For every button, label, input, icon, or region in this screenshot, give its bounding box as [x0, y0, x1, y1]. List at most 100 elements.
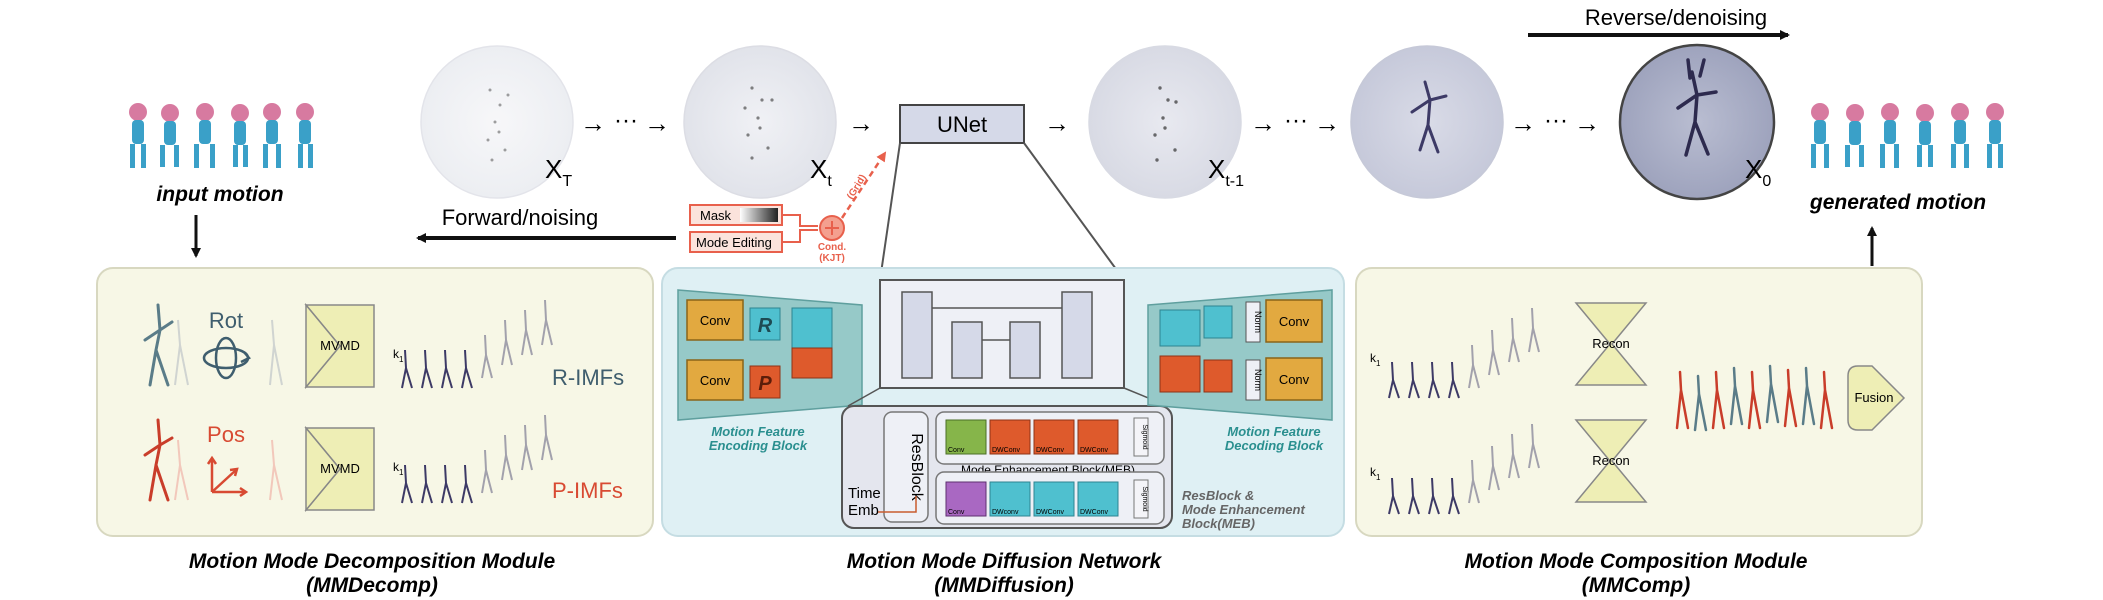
svg-text:Conv: Conv: [700, 373, 731, 388]
enc-label-1: Motion Feature: [711, 424, 804, 439]
time-emb-1: Time: [848, 485, 881, 502]
fusion-label: Fusion: [1854, 390, 1893, 405]
ellipsis-1: →: [580, 108, 606, 138]
input-motion-figures: [129, 103, 314, 168]
enc-conv-1: [686, 299, 744, 341]
res-meb-3: Block(MEB): [1182, 516, 1255, 531]
pos-skeleton: [143, 418, 174, 502]
mmdecomp-title-2: (MMDecomp): [306, 574, 438, 597]
svg-text:DWConv: DWConv: [1080, 509, 1109, 516]
cond-label: Cond.: [818, 242, 847, 253]
grid-label: (Grid): [845, 173, 869, 202]
svg-text:R: R: [758, 315, 773, 337]
ellipsis-2: ···: [614, 107, 638, 134]
svg-text:k1: k1: [1370, 465, 1381, 482]
mmdiffusion-title-2: (MMDiffusion): [934, 574, 1074, 597]
xt-label: Xt: [810, 154, 832, 190]
svg-text:Conv: Conv: [1279, 314, 1310, 329]
input-motion-label: input motion: [156, 183, 283, 206]
svg-text:DWConv: DWConv: [1080, 447, 1109, 454]
forward-label: Forward/noising: [442, 205, 599, 230]
fusion-block: [1847, 365, 1906, 431]
svg-text:Conv: Conv: [948, 447, 965, 454]
svg-text:···: ···: [1284, 107, 1308, 134]
mask-gradient: [740, 208, 778, 222]
svg-text:DWConv: DWConv: [992, 447, 1021, 454]
p-imfs-k1: k1: [393, 460, 404, 477]
svg-text:Sigmoid: Sigmoid: [1141, 424, 1148, 449]
r-cube: [749, 307, 781, 341]
enc-cube-cyan: [791, 307, 833, 349]
svg-text:DWConv: DWConv: [1036, 447, 1065, 454]
svg-text:DWConv: DWConv: [1036, 509, 1065, 516]
comp-imfs-bottom: [1388, 423, 1540, 515]
p-cube: [749, 365, 781, 399]
svg-text:DWconv: DWconv: [992, 509, 1019, 516]
mask-label: Mask: [700, 208, 732, 223]
dec-label-1: Motion Feature: [1227, 424, 1320, 439]
mvmd-bottom-label: MVMD: [320, 461, 360, 476]
dec-conv-1: [1265, 299, 1323, 343]
resblock-label: ResBlock: [908, 433, 925, 502]
svg-text:···: ···: [1544, 107, 1568, 134]
mvmd-bottom: [304, 425, 375, 513]
mvmd-top: [304, 302, 375, 390]
generated-motion-figures: [1811, 103, 2004, 168]
composed-skeletons: [1675, 364, 1834, 432]
svg-text:→: →: [1044, 108, 1070, 138]
svg-text:Conv: Conv: [700, 313, 731, 328]
p-imfs-label: P-IMFs: [552, 478, 623, 503]
mvmd-top-label: MVMD: [320, 338, 360, 353]
recon-bottom: [1574, 419, 1648, 503]
svg-text:k1: k1: [1370, 351, 1381, 368]
enc-conv-2: [686, 359, 744, 401]
unet-label: UNet: [937, 112, 987, 137]
noise-circle-mid: [1350, 45, 1504, 199]
resblock: [883, 411, 929, 523]
svg-text:→: →: [644, 108, 670, 138]
dec-conv-2: [1265, 357, 1323, 401]
svg-text:→: →: [1510, 108, 1536, 138]
mmcomp-title-2: (MMComp): [1582, 574, 1690, 597]
enc-label-2: Encoding Block: [709, 438, 808, 453]
svg-text:→: →: [848, 108, 874, 138]
x0-label: X0: [1745, 154, 1771, 190]
generated-motion-label: generated motion: [1809, 191, 1986, 214]
svg-text:→: →: [1314, 108, 1340, 138]
res-meb-2: Mode Enhancement: [1182, 502, 1305, 517]
cond-dashed-arrow: [840, 151, 887, 219]
svg-text:→: →: [1250, 108, 1276, 138]
svg-text:Conv: Conv: [1279, 372, 1310, 387]
noise-circle-xt: [683, 45, 837, 199]
comp-imfs-top: [1388, 307, 1540, 399]
xT-label: XT: [545, 154, 572, 190]
axes-icon: [206, 455, 249, 498]
pos-label: Pos: [207, 422, 245, 447]
cond-connectors: [782, 214, 818, 243]
svg-text:P: P: [758, 373, 772, 395]
recon-bottom-label: Recon: [1592, 453, 1630, 468]
enc-cube-orange: [791, 347, 833, 379]
xtm1-label: Xt-1: [1208, 154, 1244, 190]
rot-label: Rot: [209, 308, 243, 333]
noise-circle-xtm1: [1088, 45, 1242, 199]
mmcomp-panel: [1355, 267, 1923, 537]
mmdecomp-title-1: Motion Mode Decomposition Module: [189, 550, 556, 573]
svg-text:→: →: [1574, 108, 1600, 138]
noise-circle-xT: [420, 45, 574, 199]
noise-circle-x0: [1618, 43, 1776, 201]
rotation-icon: [202, 336, 251, 380]
unet-box: [899, 104, 1025, 144]
p-imfs-stack: [401, 414, 553, 504]
rot-skeleton: [143, 303, 174, 387]
recon-top: [1574, 302, 1648, 386]
time-emb-2: Emb: [848, 502, 879, 519]
reverse-label: Reverse/denoising: [1585, 5, 1767, 30]
r-imfs-label: R-IMFs: [552, 365, 624, 390]
svg-text:Conv: Conv: [948, 509, 965, 516]
mode-editing-label: Mode Editing: [696, 235, 772, 250]
mmcomp-title-1: Motion Mode Composition Module: [1465, 550, 1808, 573]
r-imfs-k1: k1: [393, 347, 404, 364]
r-imfs-stack: [401, 299, 553, 389]
